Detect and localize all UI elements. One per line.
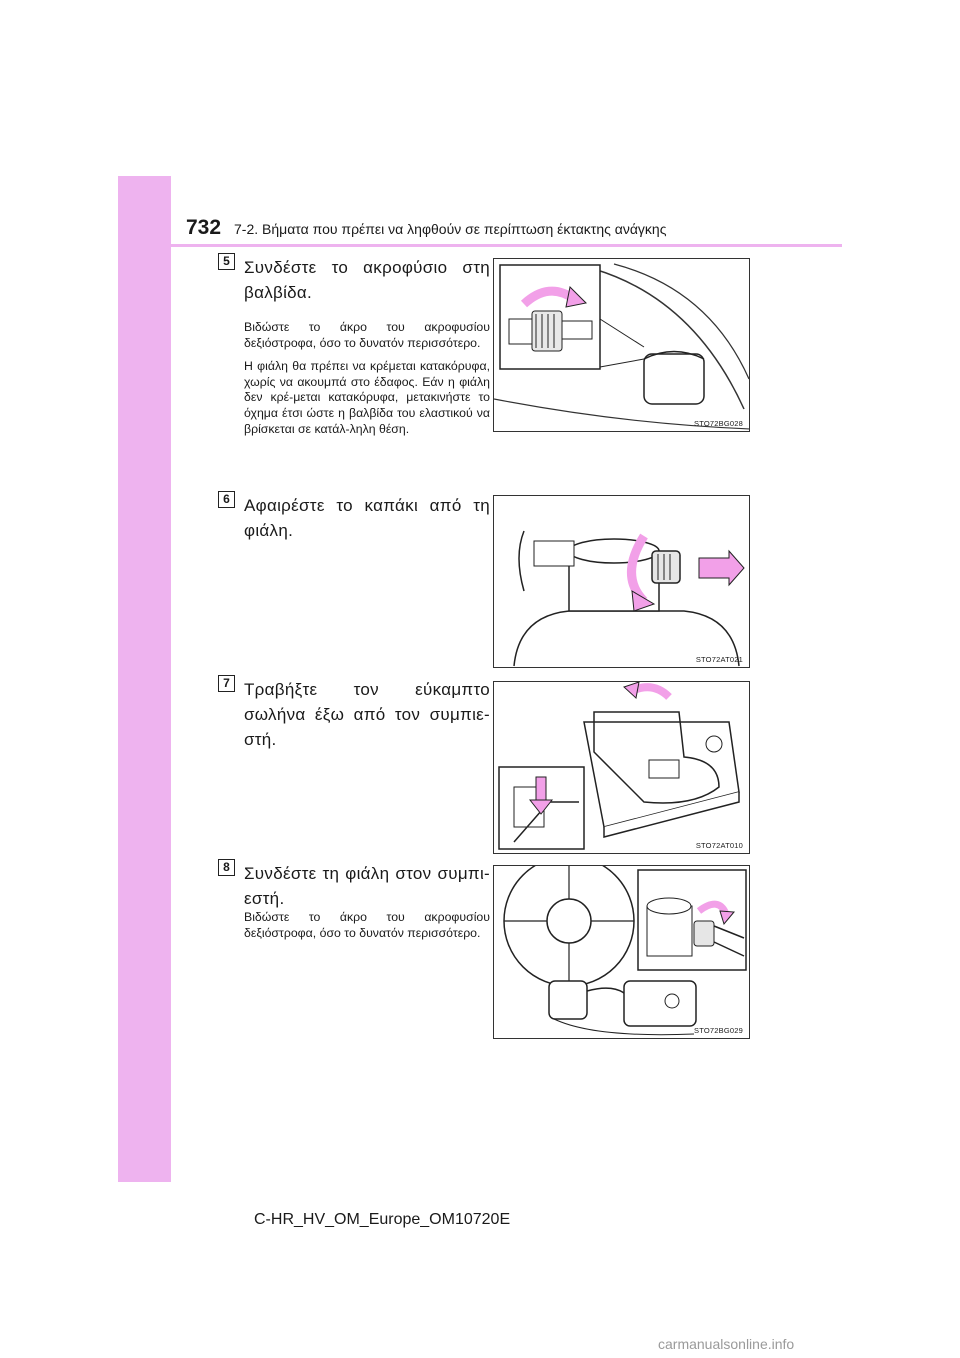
figure-code: STO72BG028 [694,419,743,428]
figure-code: STO72BG029 [694,1026,743,1035]
bottle-cap-illustration [513,530,745,667]
nozzle-valve-illustration [494,263,749,430]
step-number-badge: 6 [218,491,235,508]
step-description: Βιδώστε το άκρο του ακροφυσίου δεξιόστρο… [244,320,490,445]
header-divider [171,244,842,247]
step-title: Συνδέστε τη φιάλη στον συμπι-εστή. [244,864,490,908]
watermark: carmanualsonline.info [658,1336,795,1352]
step-number-badge: 7 [218,675,235,692]
step-description: Βιδώστε το άκρο του ακροφυσίου δεξιόστρο… [244,910,490,949]
figure-code: STO72AT021 [695,655,743,664]
compressor-hose-illustration [498,682,740,850]
figure-connect-nozzle: STO72BG028 [493,258,750,432]
step-paragraph: Βιδώστε το άκρο του ακροφυσίου δεξιόστρο… [244,320,490,350]
chapter-sidebar-tab [118,176,171,1182]
figure-remove-cap: STO72AT021 [493,495,750,668]
step-number-badge: 5 [218,253,235,270]
figure-connect-bottle: STO72BG029 [493,865,750,1039]
figure-code: STO72AT010 [695,841,743,850]
step-title: Τραβήξτε τον εύκαμπτο σωλήνα έξω από τον… [244,680,490,749]
bottle-compressor-illustration [503,866,747,1036]
figure-pull-hose: STO72AT010 [493,681,750,854]
step-title: Συνδέστε το ακροφύσιο στη βαλβίδα. [244,258,490,302]
step-number-badge: 8 [218,859,235,876]
step-paragraph: Βιδώστε το άκρο του ακροφυσίου δεξιόστρο… [244,910,490,940]
section-title: 7-2. Βήματα που πρέπει να ληφθούν σε περ… [234,221,667,237]
step-paragraph: Η φιάλη θα πρέπει να κρέμεται κατακόρυφα… [244,359,490,436]
step-title: Αφαιρέστε το καπάκι από τη φιάλη. [244,496,490,540]
page-number: 732 [186,216,222,239]
document-code: C-HR_HV_OM_Europe_OM10720E [254,1211,511,1228]
